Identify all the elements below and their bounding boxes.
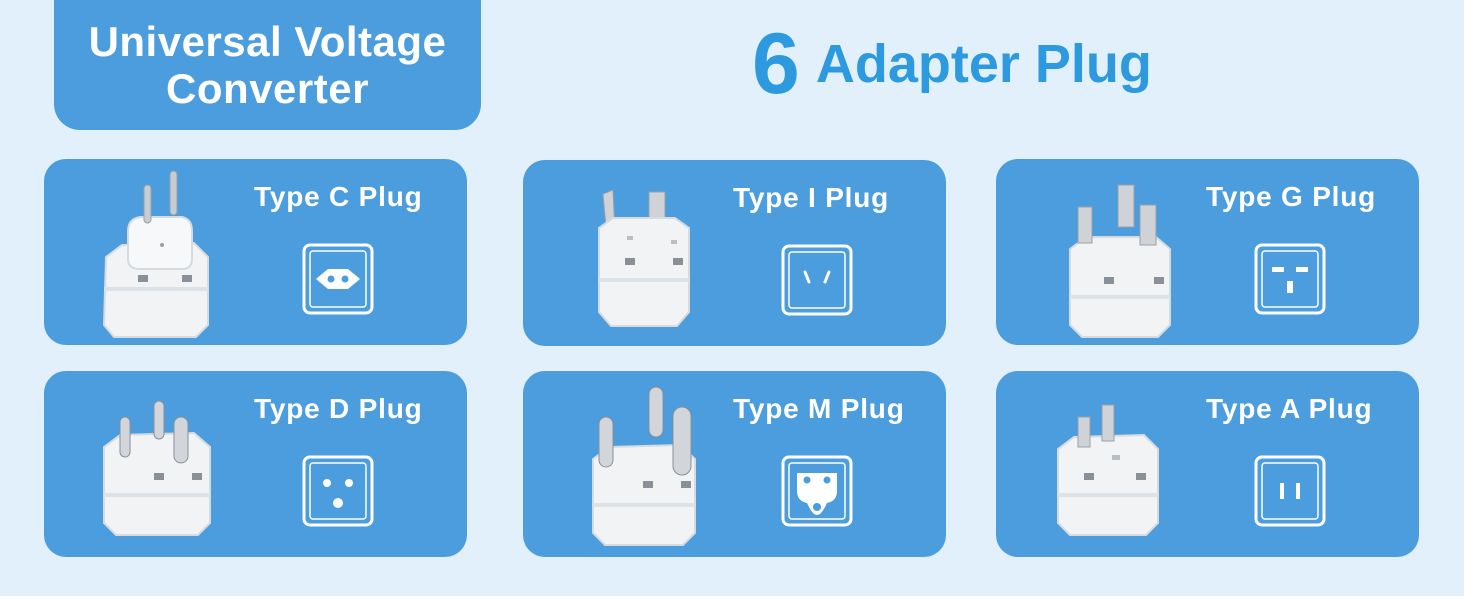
plug-label: Type M Plug <box>733 393 905 424</box>
headline-text: Adapter Plug <box>815 34 1152 94</box>
badge-line-1: Universal Voltage <box>88 18 447 65</box>
type-i-plug-icon <box>598 189 690 327</box>
plug-card-type-a: Type A Plug <box>996 371 1419 557</box>
type-i-socket-icon <box>781 244 853 316</box>
universal-voltage-badge: Universal Voltage Converter <box>54 0 481 130</box>
type-c-socket-icon <box>302 243 374 315</box>
type-g-plug-icon <box>1069 184 1171 338</box>
type-c-plug-icon <box>102 170 209 338</box>
plug-card-type-d: Type D Plug <box>44 371 467 557</box>
type-d-plug-icon <box>103 400 211 536</box>
plug-label: Type G Plug <box>1206 181 1377 212</box>
type-m-plug-icon <box>592 386 696 546</box>
plug-label: Type D Plug <box>254 393 423 424</box>
plug-card-type-c: Type C Plug <box>44 159 467 345</box>
type-g-socket-icon <box>1254 243 1326 315</box>
headline-number: 6 <box>752 16 800 112</box>
type-m-socket-icon <box>781 455 853 527</box>
plug-card-type-g: Type G Plug <box>996 159 1419 345</box>
plug-label: Type I Plug <box>733 182 890 213</box>
type-d-socket-icon <box>302 455 374 527</box>
type-a-plug-icon <box>1057 404 1159 536</box>
plug-card-type-m: Type M Plug <box>523 371 946 557</box>
headline: 6 Adapter Plug <box>752 14 1152 114</box>
plug-label: Type A Plug <box>1206 393 1373 424</box>
badge-line-2: Converter <box>166 65 369 112</box>
plug-label: Type C Plug <box>254 181 423 212</box>
plug-card-type-i: Type I Plug <box>523 160 946 346</box>
type-a-socket-icon <box>1254 455 1326 527</box>
